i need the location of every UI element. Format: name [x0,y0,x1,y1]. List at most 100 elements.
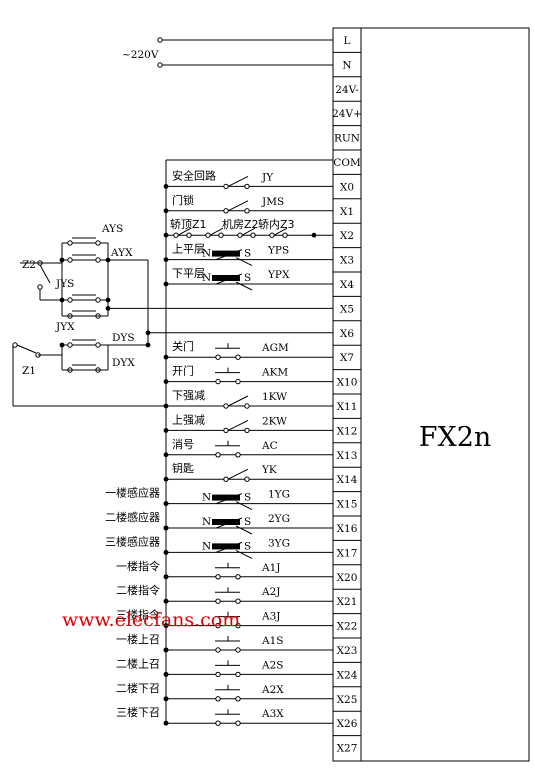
input-desc: 下强减 [172,389,205,402]
contact-terminal [215,354,221,360]
input-desc: 三楼感应器 [105,534,160,548]
contact-terminal [215,598,221,604]
switch-blade [227,395,249,407]
input-desc: 关门 [172,339,194,353]
junction-dot [311,232,317,238]
input-desc: 二楼上召 [116,656,160,670]
circuit-terminal [67,342,73,348]
junction-dot [163,476,169,482]
terminal-x1: X1 [340,206,354,218]
contact-terminal [237,232,243,238]
input-tag: JMS [261,196,284,208]
contact-blade [273,227,288,236]
input-tag: AGM [261,342,289,354]
input-desc: 消号 [172,437,194,451]
junction-dot [163,257,169,262]
junction-dot [163,598,169,604]
circuit-label-z1: Z1 [22,365,36,377]
contact-terminal [218,232,224,238]
contact-terminal [235,354,241,360]
input-tag: 1YG [268,489,290,501]
contact-terminal [215,671,221,678]
contact-terminal [235,574,241,580]
contact-terminal [235,647,241,653]
circuit-label-ays: AYS [101,223,123,235]
supply-label: ~220V [122,49,159,61]
circuit-label-jys: JYS [55,278,74,290]
circuit-junction [145,342,151,348]
terminal-x7: X7 [340,352,354,364]
contact-terminal [235,598,241,604]
magnet-bar [212,494,240,501]
input-desc: 钥匙 [172,461,194,475]
junction-dot [163,672,169,677]
pole-s: S [244,248,251,260]
switch-blade [227,468,249,480]
circuit-junction [59,257,65,263]
input-tag: A1J [261,562,280,574]
chain-label-1: 轿顶Z1 [170,217,207,231]
terminal-x24: X24 [337,669,358,681]
contact-terminal [235,720,241,726]
chain-label-3: 轿内Z3 [258,217,295,231]
junction-dot [163,281,169,287]
contact-terminal [235,452,241,458]
contact-terminal [250,232,256,238]
power-supply: ~220V [122,37,333,68]
junction-dot [163,232,169,238]
terminal-run: RUN [334,133,360,145]
contact-terminal [235,671,241,678]
input-tag: YPS [267,245,289,257]
contact-blade [177,227,192,236]
terminal-x21: X21 [337,596,358,608]
input-desc: 上平层 [172,243,205,256]
reed-blade [215,249,243,261]
input-tag: 2KW [262,415,287,427]
contact-terminal [244,208,250,214]
junction-dot [163,550,169,555]
circuit-terminal [67,257,73,263]
terminal-x11: X11 [337,401,358,413]
contact-terminal [269,232,275,238]
input-desc: 安全回路 [172,168,216,182]
terminal-x14: X14 [337,474,358,486]
junction-dot [163,428,169,433]
input-desc: 三楼下召 [116,705,160,719]
pole-s: S [244,492,251,504]
junction-dot [163,452,169,458]
terminal-x3: X3 [340,255,354,267]
input-desc: 二楼指令 [116,583,160,597]
contact-terminal [205,232,211,238]
contact-terminal [215,574,221,580]
switch-blade [227,419,249,431]
input-tag: 3YG [268,537,290,549]
circuit-label-jyx: JYX [55,321,75,333]
circuit-terminal [12,342,18,348]
terminal-x4: X4 [340,279,354,291]
reed-blade [215,541,243,553]
chain-label-2: 机房Z2 [222,217,259,231]
junction-dot [163,525,169,531]
reed-blade [215,517,243,529]
contact-blade [209,227,224,236]
reed-blade [215,493,243,505]
contact-terminal [215,647,221,653]
input-desc: 开门 [172,364,194,378]
magnet-bar [212,250,240,257]
input-desc: 门锁 [172,193,194,207]
magnet-bar [212,543,240,550]
input-tag: AC [261,440,278,452]
switch-blade [227,200,249,212]
